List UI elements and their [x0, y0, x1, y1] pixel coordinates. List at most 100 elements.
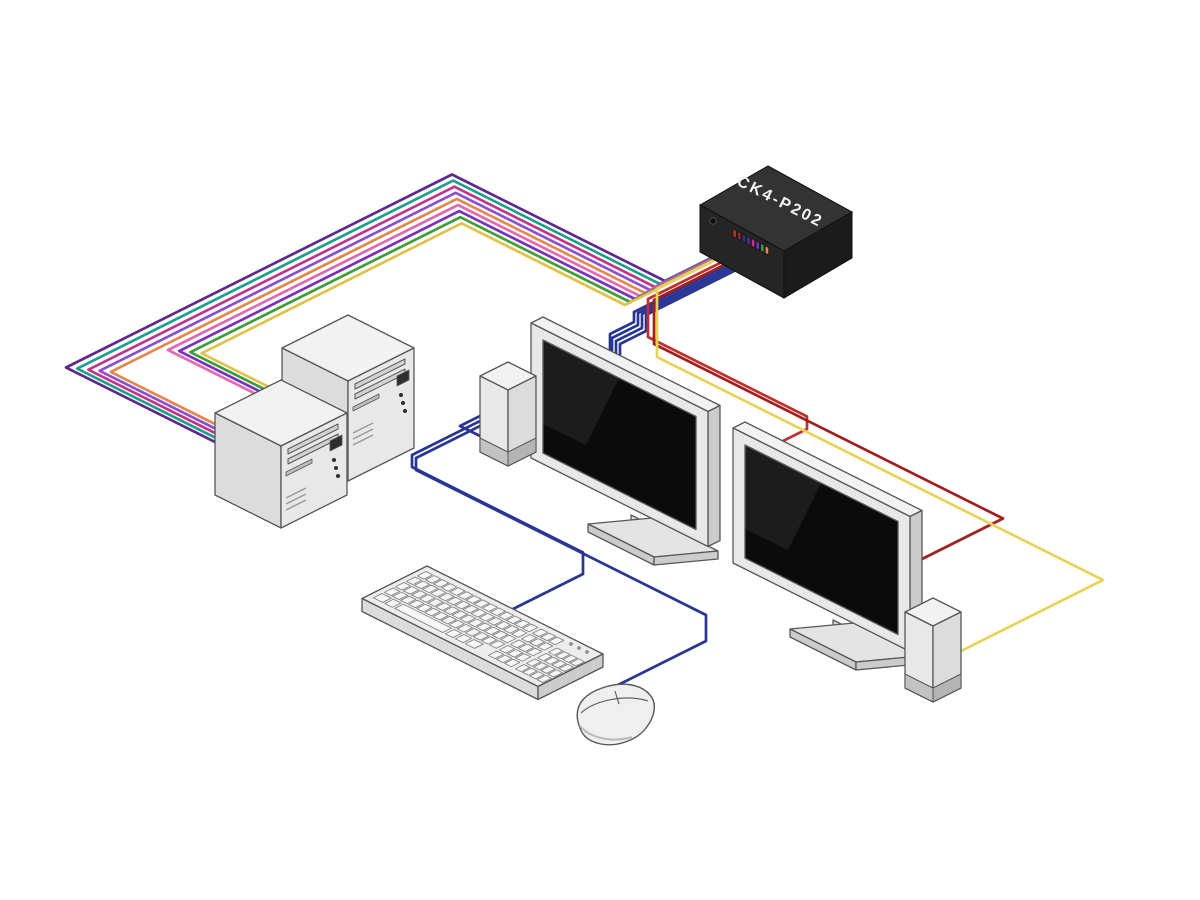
monitor-screen: [744, 444, 899, 636]
keyboard-key: [504, 658, 521, 668]
keyboard-key: [473, 632, 490, 641]
keyboard-key: [540, 632, 557, 642]
keyboard-key: [489, 640, 506, 649]
keyboard-key: [551, 660, 567, 669]
kvm-right-face: [783, 211, 853, 299]
keyboard-key: [526, 647, 543, 657]
keyboard-key: [529, 671, 545, 680]
keyboard-key: [457, 591, 474, 600]
keyboard-key: [537, 653, 553, 662]
kvm-switch: CK4-P202: [698, 165, 854, 299]
vent-line-1: [285, 487, 307, 499]
keyboard-key: [518, 643, 535, 653]
mouse-body-shading: [579, 725, 633, 741]
keyboard-key: [394, 582, 412, 591]
keyboard-key: [521, 634, 537, 643]
keyboard-key: [548, 647, 564, 656]
keyboard-key: [444, 629, 463, 638]
keyboard-key: [514, 619, 531, 629]
keyboard-key: [456, 624, 473, 633]
keyboard-key: [547, 669, 563, 678]
keyboard-key: [414, 580, 431, 590]
keyboard-key: [500, 634, 517, 644]
cd-slot: [352, 393, 380, 412]
keyboard-key: [459, 614, 476, 623]
keyboard-key: [526, 658, 542, 667]
screen-glare: [745, 445, 821, 550]
kvm-plug-3: [741, 233, 746, 244]
keyboard-key: [507, 649, 524, 658]
keyboard-indicator-led-1: [569, 642, 573, 646]
keyboard-key: [569, 658, 585, 667]
keyboard-key: [478, 613, 495, 622]
keyboard-key: [451, 610, 468, 619]
keyboard-key: [529, 638, 546, 647]
cable-monitor-2-video-b: [652, 252, 1005, 568]
keyboard-key: [489, 607, 506, 616]
cable-speaker-left-audio: [458, 254, 754, 441]
monitor-1: [530, 316, 721, 566]
keyboard-key: [555, 651, 571, 660]
keyboard-key: [486, 617, 504, 626]
keyboard: [361, 565, 604, 701]
keyboard-key: [383, 587, 401, 596]
kvm-connector-plugs: [732, 228, 769, 256]
keyboard-right-edge: [537, 653, 604, 701]
keyboard-key: [522, 667, 538, 676]
keyboard-key: [481, 603, 498, 612]
mouse: [576, 683, 656, 746]
keyboard-key: [416, 603, 433, 613]
keyboard-key: [411, 590, 428, 599]
keyboard-key: [454, 600, 471, 610]
vent-line-3: [285, 499, 307, 511]
keyboard-key: [522, 623, 539, 633]
keyboard-key: [462, 604, 479, 614]
bay-door: [396, 369, 410, 387]
kvm-plug-7: [760, 243, 765, 253]
drive-bay-1: [354, 358, 406, 390]
cable-monitor-1-video: [608, 252, 752, 368]
keyboard-key: [506, 615, 523, 625]
keyboard-key: [532, 628, 548, 637]
vent-line-2: [285, 493, 307, 505]
keyboard-key: [432, 611, 449, 621]
keyboard-key: [435, 602, 452, 611]
kvm-plug-6: [755, 240, 760, 251]
speaker-left: [479, 361, 537, 467]
keyboard-key: [372, 593, 392, 603]
keyboard-key: [384, 598, 402, 608]
monitor-2: [732, 421, 923, 671]
keyboard-key: [392, 591, 409, 601]
speaker-band-side: [932, 673, 962, 703]
keyboard-key: [498, 645, 515, 654]
keyboard-key: [446, 596, 463, 606]
keyboard-key: [454, 634, 473, 643]
keyboard-key: [441, 583, 458, 592]
monitor-screen: [542, 339, 697, 531]
keyboard-key: [544, 656, 560, 665]
keyboard-indicator-led-3: [585, 650, 589, 654]
keyboard-key: [408, 599, 425, 609]
keyboard-key: [515, 664, 531, 673]
keyboard-key: [416, 571, 434, 580]
keyboard-key: [464, 628, 482, 637]
keyboard-key: [438, 592, 455, 602]
keyboard-key: [497, 611, 514, 620]
drive-bay-1: [287, 423, 339, 455]
keyboard-key: [496, 654, 513, 664]
cable-speaker-right-audio: [655, 246, 1105, 653]
keyboard-key: [443, 606, 460, 615]
keyboard-key: [562, 654, 578, 663]
tower-button-2: [334, 466, 338, 470]
screen-glare: [543, 340, 619, 445]
keyboard-key: [509, 639, 526, 648]
keyboard-key: [394, 603, 452, 633]
speaker-band-side: [507, 437, 537, 467]
keyboard-key: [473, 599, 490, 608]
cable-monitor-2-video-a: [646, 250, 809, 458]
keyboard-key: [464, 639, 484, 649]
keyboard-key: [492, 630, 509, 640]
tower-button-2: [401, 401, 405, 405]
vent-line-3: [352, 434, 374, 446]
keyboard-key: [425, 575, 442, 584]
